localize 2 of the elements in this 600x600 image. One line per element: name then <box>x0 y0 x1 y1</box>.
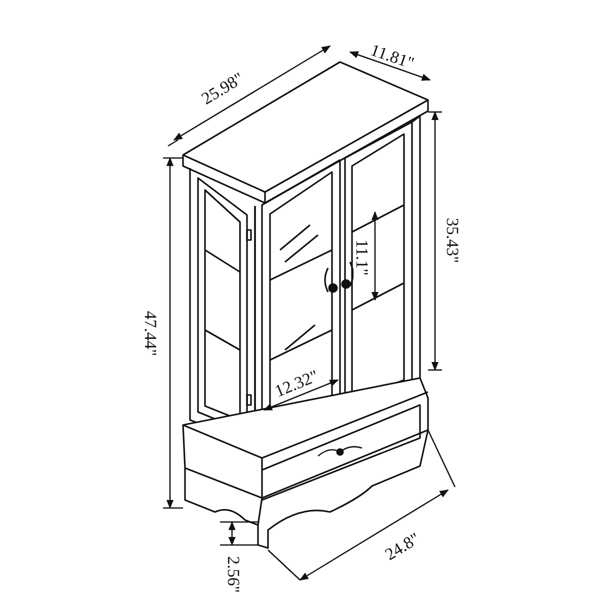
dimension-label: 35.43" <box>444 216 461 264</box>
dimension-label: 47.44" <box>142 309 159 357</box>
